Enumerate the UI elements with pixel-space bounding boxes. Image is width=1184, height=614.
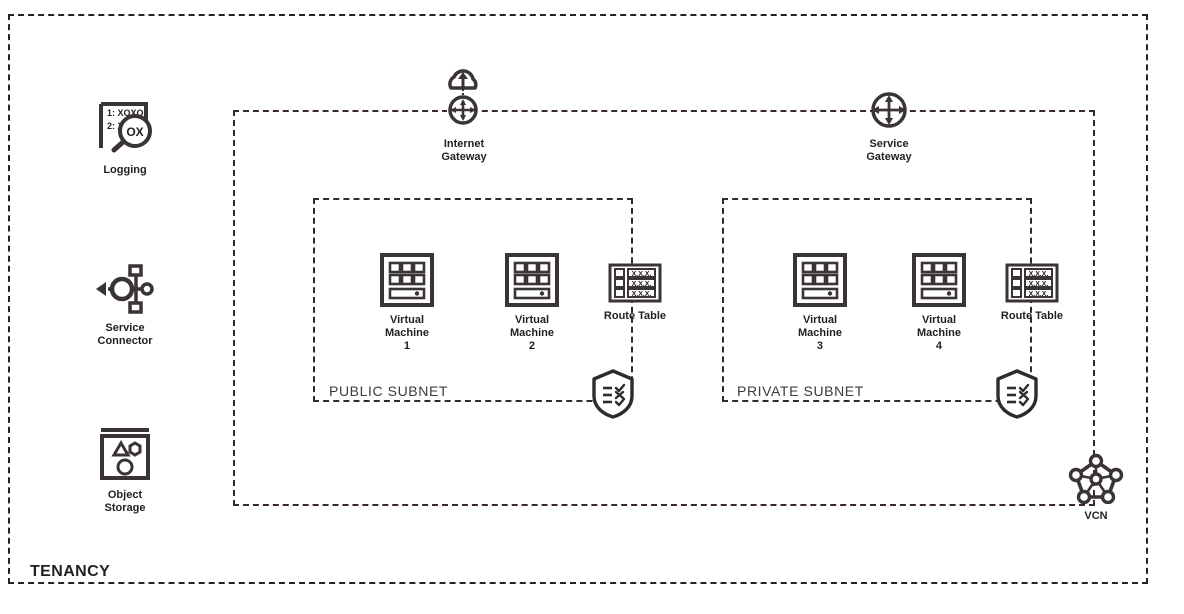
svg-text:X.X.X.: X.X.X. <box>632 291 652 298</box>
svg-text:1: XOXO: 1: XOXO <box>107 108 144 118</box>
virtual-machine-4[interactable]: Virtual Machine 4 <box>904 252 974 353</box>
service-gateway-router-icon <box>861 88 917 132</box>
virtual-machine-4-label: Virtual Machine 4 <box>916 314 961 352</box>
svg-text:2: X(: 2: X( <box>107 121 127 131</box>
route-table-icon: X.X.X. X.X.X. X.X.X. <box>607 262 663 304</box>
public-subnet-boundary <box>313 198 633 402</box>
service-logging-label: Logging <box>103 164 147 176</box>
object-storage-box-icon <box>94 425 156 483</box>
private-subnet-boundary <box>722 198 1032 402</box>
vcn-label: VCN <box>1084 510 1108 522</box>
svg-text:X.X.X.: X.X.X. <box>1029 271 1049 278</box>
service-connector[interactable]: Service Connector <box>86 262 164 348</box>
service-gateway-label: Service Gateway <box>866 138 912 163</box>
virtual-machine-icon <box>379 252 435 308</box>
svg-text:X.X.X.: X.X.X. <box>1029 291 1049 298</box>
security-list-public[interactable] <box>590 368 636 420</box>
vcn-boundary <box>233 110 1095 506</box>
internet-gateway[interactable]: Internet Gateway <box>423 66 505 164</box>
virtual-machine-1-label: Virtual Machine 1 <box>384 314 429 352</box>
service-object-storage-label: Object Storage <box>104 489 146 514</box>
virtual-machine-1[interactable]: Virtual Machine 1 <box>372 252 442 353</box>
virtual-machine-3-label: Virtual Machine 3 <box>797 314 842 352</box>
service-logging[interactable]: 1: XOXO 2: X( OX Logging <box>86 96 164 177</box>
service-connector-label: Service Connector <box>97 322 153 347</box>
route-table-private-label: Route Table <box>1000 310 1064 322</box>
internet-gateway-label: Internet Gateway <box>441 138 487 163</box>
service-object-storage[interactable]: Object Storage <box>86 425 164 515</box>
route-table-public-label: Route Table <box>603 310 667 322</box>
virtual-machine-2[interactable]: Virtual Machine 2 <box>497 252 567 353</box>
vcn-node[interactable]: VCN <box>1068 452 1124 523</box>
svg-text:X.X.X.: X.X.X. <box>1029 281 1049 288</box>
public-subnet-label: PUBLIC SUBNET <box>329 383 449 399</box>
virtual-machine-2-label: Virtual Machine 2 <box>509 314 554 352</box>
svg-text:X.X.X.: X.X.X. <box>632 271 652 278</box>
virtual-machine-icon <box>911 252 967 308</box>
route-table-private[interactable]: X.X.X. X.X.X. X.X.X. Route Table <box>997 262 1067 323</box>
private-subnet-label: PRIVATE SUBNET <box>737 383 864 399</box>
security-list-private[interactable] <box>994 368 1040 420</box>
vcn-network-pentagon-icon <box>1068 452 1124 504</box>
route-table-public[interactable]: X.X.X. X.X.X. X.X.X. Route Table <box>600 262 670 323</box>
service-connector-hub-icon <box>92 262 158 316</box>
internet-gateway-cloud-router-icon <box>436 66 492 132</box>
tenancy-label: TENANCY <box>30 563 111 580</box>
virtual-machine-icon <box>504 252 560 308</box>
tenancy-boundary <box>8 14 1148 584</box>
security-list-shield-icon <box>994 368 1040 420</box>
svg-text:X.X.X.: X.X.X. <box>632 281 652 288</box>
service-gateway[interactable]: Service Gateway <box>848 88 930 164</box>
virtual-machine-icon <box>792 252 848 308</box>
route-table-icon: X.X.X. X.X.X. X.X.X. <box>1004 262 1060 304</box>
security-list-shield-icon <box>590 368 636 420</box>
logging-document-magnifier-icon: 1: XOXO 2: X( OX <box>92 96 158 158</box>
virtual-machine-3[interactable]: Virtual Machine 3 <box>785 252 855 353</box>
svg-text:OX: OX <box>126 125 143 139</box>
